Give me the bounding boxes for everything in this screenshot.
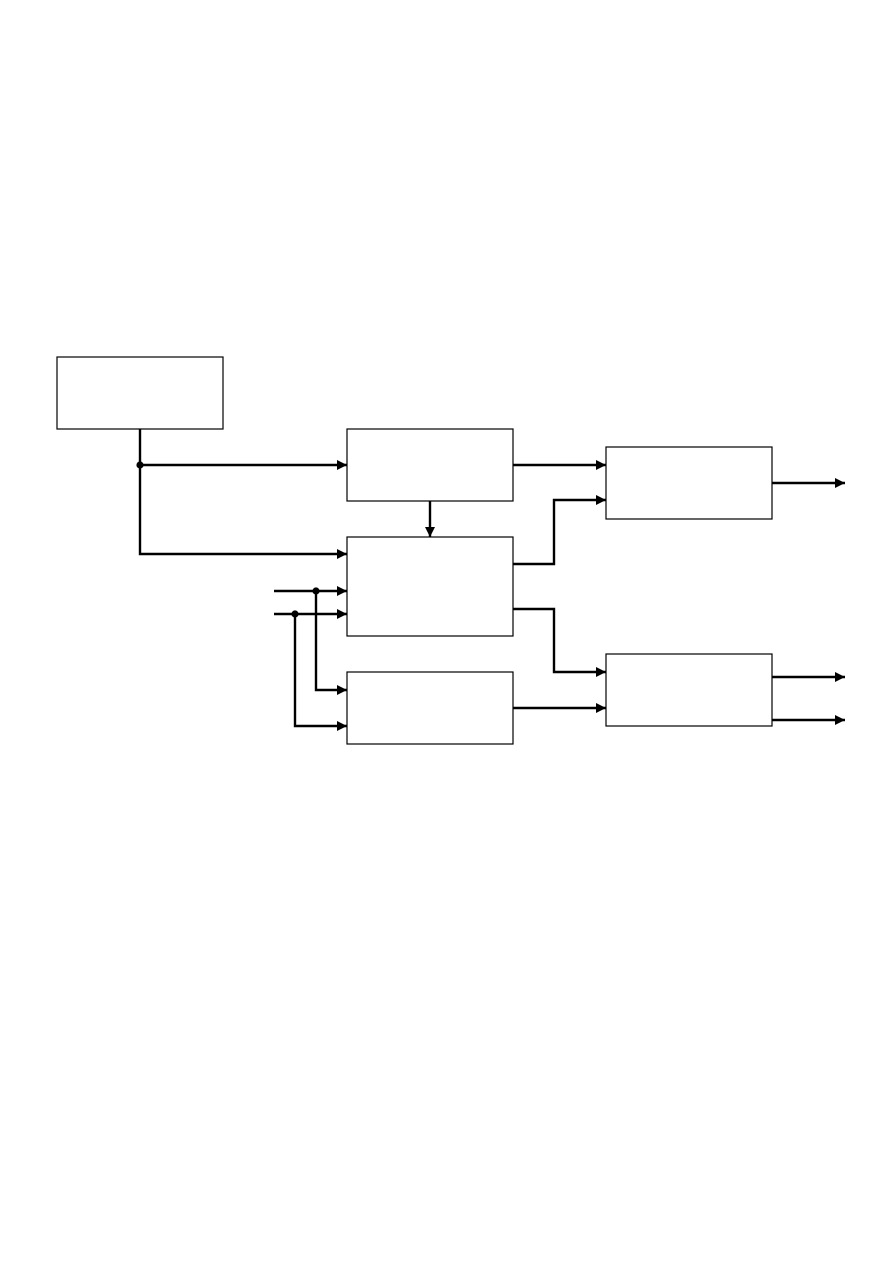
- block-b: [346, 536, 514, 637]
- junction-input-2: [291, 610, 299, 618]
- connector-source-to-block-b: [138, 465, 347, 559]
- junction-input-1: [312, 587, 320, 595]
- block-c: [346, 671, 514, 745]
- connector-input-2-to-block-c: [293, 614, 347, 731]
- junction-source: [136, 461, 144, 469]
- connector-input-1-to-block-c: [314, 591, 347, 695]
- block-source: [56, 356, 224, 430]
- connector-source-to-block-a: [138, 429, 347, 470]
- connector-block-b-to-block-e: [513, 607, 606, 677]
- block-a: [346, 428, 514, 502]
- block-e: [605, 653, 773, 727]
- block-d: [605, 446, 773, 520]
- connector-block-b-to-block-d: [513, 495, 606, 566]
